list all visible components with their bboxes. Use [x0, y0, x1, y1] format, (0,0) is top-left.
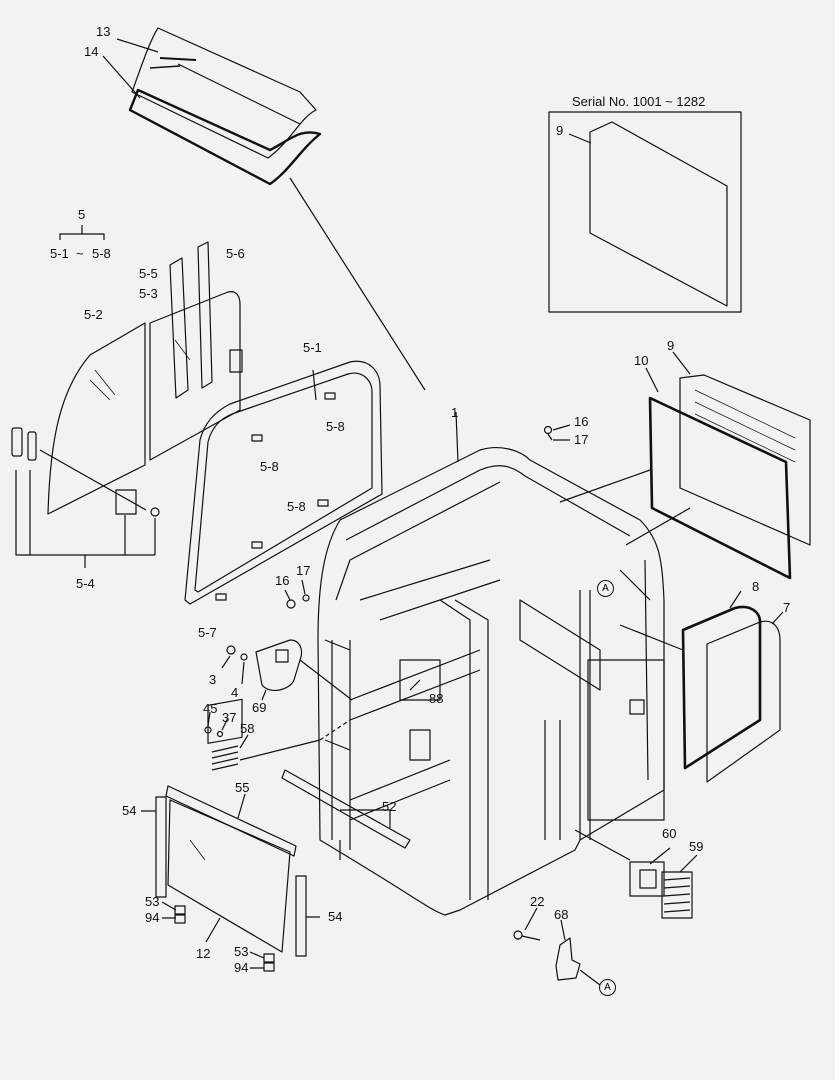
- side-seal-8: [681, 605, 762, 770]
- label-12: 12: [196, 946, 211, 961]
- label-94-right: 94: [234, 960, 249, 975]
- side-glass-7: [706, 620, 781, 783]
- frame-55: [165, 785, 297, 857]
- label-1: 1: [451, 405, 459, 420]
- frame-54-right: [295, 875, 307, 957]
- label-7: 7: [783, 600, 791, 615]
- label-5-8-b: 5-8: [260, 459, 279, 474]
- part-59: [661, 871, 693, 919]
- label-5-5: 5-5: [139, 266, 158, 281]
- roof-seal-14: [128, 88, 322, 186]
- label-54-left: 54: [122, 803, 137, 818]
- label-37: 37: [222, 710, 237, 725]
- part-60: [629, 861, 665, 897]
- label-55: 55: [235, 780, 250, 795]
- rail-5-5: [169, 257, 189, 399]
- group5-range-end: 5-8: [92, 246, 111, 261]
- label-54-right: 54: [328, 909, 343, 924]
- label-45: 45: [203, 701, 218, 716]
- inset-glass-9: [589, 121, 728, 307]
- label-53-right: 53: [234, 944, 249, 959]
- label-17-top: 17: [574, 432, 589, 447]
- reference-marker-a-top: A: [597, 580, 614, 597]
- label-3: 3: [209, 672, 217, 687]
- label-22: 22: [530, 894, 545, 909]
- label-60: 60: [662, 826, 677, 841]
- group5-label: 5: [78, 207, 86, 222]
- rear-seal-10: [648, 396, 792, 580]
- cab-frame-1: [317, 447, 665, 916]
- front-window-5-1: [184, 360, 383, 605]
- rail-5-6: [197, 241, 213, 389]
- label-14: 14: [84, 44, 99, 59]
- rear-window-9: [679, 374, 811, 546]
- label-16-left: 16: [275, 573, 290, 588]
- label-9: 9: [667, 338, 675, 353]
- frame-54-left: [155, 796, 167, 898]
- door-glass-5-2: [47, 322, 146, 515]
- label-5-8-c: 5-8: [287, 499, 306, 514]
- serial-inset-title: Serial No. 1001 ~ 1282: [572, 94, 706, 109]
- label-5-8-a: 5-8: [326, 419, 345, 434]
- serial-inset-box: [548, 111, 742, 313]
- label-17-left: 17: [296, 563, 311, 578]
- label-53-left: 53: [145, 894, 160, 909]
- inset-part-label: 9: [556, 123, 564, 138]
- group5-range-sep: ~: [76, 246, 84, 261]
- label-58: 58: [240, 721, 255, 736]
- label-4: 4: [231, 685, 239, 700]
- label-13: 13: [96, 24, 111, 39]
- label-10: 10: [634, 353, 649, 368]
- label-68: 68: [554, 907, 569, 922]
- label-5-4: 5-4: [76, 576, 95, 591]
- handle-69: [255, 639, 303, 692]
- label-69: 69: [252, 700, 267, 715]
- label-52: 52: [382, 799, 397, 814]
- label-16-top: 16: [574, 414, 589, 429]
- label-88: 88: [429, 691, 444, 706]
- lower-glass-12: [167, 799, 291, 953]
- label-5-6: 5-6: [226, 246, 245, 261]
- label-5-7: 5-7: [198, 625, 217, 640]
- reference-marker-a-bottom: A: [599, 979, 616, 996]
- part-68: [555, 937, 581, 981]
- door-glass-5-3: [149, 291, 241, 461]
- label-94-left: 94: [145, 910, 160, 925]
- label-5-1: 5-1: [303, 340, 322, 355]
- group5-range-start: 5-1: [50, 246, 69, 261]
- label-5-2: 5-2: [84, 307, 103, 322]
- label-5-3: 5-3: [139, 286, 158, 301]
- label-59: 59: [689, 839, 704, 854]
- roof-glass-13: [131, 27, 317, 159]
- label-8: 8: [752, 579, 760, 594]
